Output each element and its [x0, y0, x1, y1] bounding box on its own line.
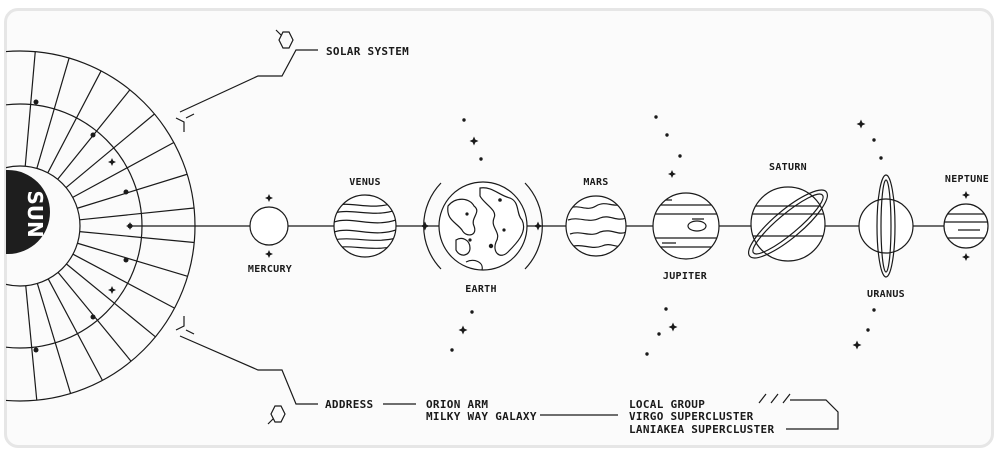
sun-ray	[47, 278, 103, 381]
star-sparkle	[962, 253, 970, 261]
star-dot	[872, 308, 876, 312]
star-field	[33, 99, 970, 356]
solar-system-connector	[175, 29, 318, 132]
sun-ray	[24, 51, 36, 167]
star-sparkle	[108, 286, 116, 294]
star-dot	[678, 154, 682, 158]
address-line-orion-arm: ORION ARM	[426, 398, 488, 411]
star-dot	[866, 328, 870, 332]
star-sparkle	[533, 221, 543, 231]
mercury-planet	[249, 206, 289, 246]
sun-ray	[36, 57, 70, 169]
star-sparkle	[420, 221, 430, 231]
star-dot	[33, 99, 39, 105]
neptune-label: NEPTUNE	[945, 174, 989, 185]
sun-ray	[36, 283, 72, 394]
mercury-label: MERCURY	[248, 264, 292, 275]
venus-label: VENUS	[349, 177, 381, 188]
sun-ray	[77, 242, 188, 277]
sun-ray	[79, 231, 195, 244]
sun-ray	[72, 253, 175, 309]
jupiter-planet	[652, 192, 720, 260]
star-dot	[123, 257, 129, 263]
star-dot	[665, 133, 669, 137]
jupiter-label: JUPITER	[663, 271, 708, 282]
mars-label: MARS	[583, 177, 608, 188]
mars-planet	[565, 195, 627, 257]
star-dot	[33, 347, 39, 353]
sun-disc	[6, 170, 50, 254]
star-sparkle	[126, 222, 134, 230]
star-sparkle	[469, 136, 479, 146]
neptune-planet	[943, 203, 989, 249]
sun-ray	[77, 173, 188, 209]
star-sparkle	[458, 325, 468, 335]
star-dot	[872, 138, 876, 142]
star-dot	[470, 310, 474, 314]
saturn-label: SATURN	[769, 162, 807, 173]
star-dot	[90, 132, 96, 138]
star-dot	[462, 118, 466, 122]
sun-ray	[47, 70, 102, 174]
sun-ray	[66, 263, 156, 338]
address-connector	[175, 316, 839, 430]
sun-label: SUN	[23, 190, 47, 237]
star-dot	[90, 314, 96, 320]
star-sparkle	[962, 191, 970, 199]
earth-planet	[423, 181, 543, 271]
solar-system-label: SOLAR SYSTEM	[326, 45, 409, 58]
uranus-planet	[858, 174, 914, 278]
address-line-local-group: LOCAL GROUP	[629, 398, 705, 411]
star-dot	[657, 332, 661, 336]
address-label: ADDRESS	[325, 398, 373, 411]
sun-ray	[72, 141, 175, 198]
star-sparkle	[265, 250, 273, 258]
star-sparkle	[108, 158, 116, 166]
star-sparkle	[856, 119, 866, 129]
uranus-label: URANUS	[867, 289, 905, 300]
star-dot	[450, 348, 454, 352]
star-sparkle	[265, 194, 273, 202]
address-line-laniakea: LANIAKEA SUPERCLUSTER	[629, 423, 774, 436]
sun-ray	[25, 285, 38, 401]
star-dot	[879, 156, 883, 160]
sun-ray	[79, 207, 195, 221]
saturn-planet	[748, 186, 828, 262]
address-line-virgo: VIRGO SUPERCLUSTER	[629, 410, 754, 423]
star-dot	[645, 352, 649, 356]
star-sparkle	[668, 170, 676, 178]
star-sparkle	[668, 322, 678, 332]
star-dot	[479, 157, 483, 161]
star-sparkle	[852, 340, 862, 350]
star-dot	[664, 307, 668, 311]
star-dot	[654, 115, 658, 119]
venus-planet	[333, 194, 397, 258]
address-line-milky-way: MILKY WAY GALAXY	[426, 410, 537, 423]
sun-ray	[65, 113, 155, 189]
star-dot	[123, 189, 129, 195]
earth-label: EARTH	[465, 284, 497, 295]
